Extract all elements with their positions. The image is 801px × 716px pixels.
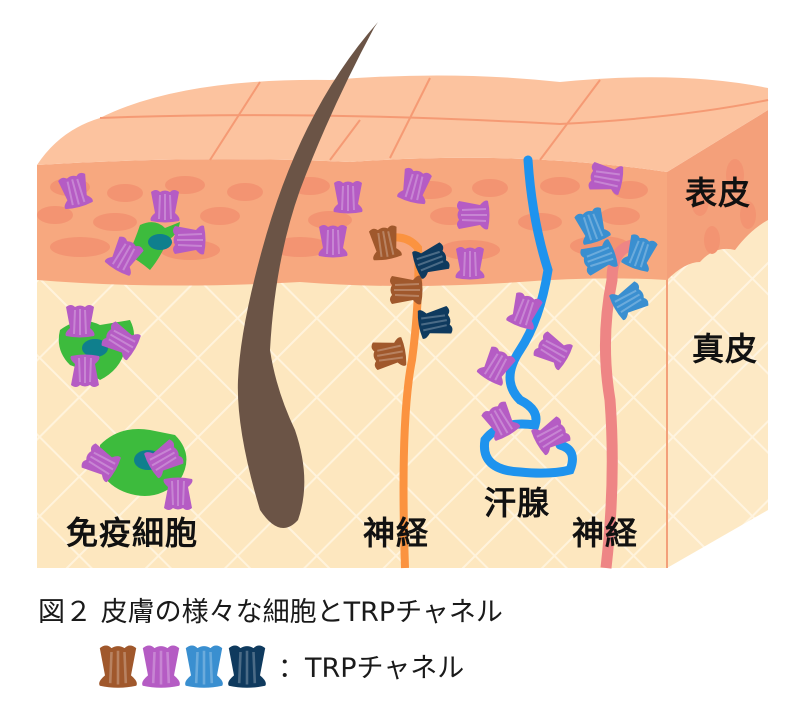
epidermal-cells <box>37 176 648 260</box>
trp-channel-purple <box>454 246 486 281</box>
dermis-layer <box>37 276 667 568</box>
label-nerve-left: 神経 <box>363 514 430 552</box>
label-epidermis: 表皮 <box>685 174 752 212</box>
trp-channel-purple <box>456 199 491 231</box>
immune-cell-1 <box>128 222 180 270</box>
label-dermis: 真皮 <box>692 330 759 368</box>
dermis-side-face <box>667 200 768 568</box>
legend-trp-purple-icon <box>141 644 181 688</box>
stratum-corneum <box>37 75 768 172</box>
trp-channel-purple <box>69 353 101 388</box>
trp-channel-purple <box>149 189 181 224</box>
legend-label: ：TRPチャネル <box>278 652 465 684</box>
sweat-gland <box>479 155 577 478</box>
label-immune-cells: 免疫細胞 <box>66 514 199 552</box>
trp-channel-brown <box>389 274 424 306</box>
legend-trp-brown-icon <box>98 644 138 688</box>
legend-trp-blue-icon <box>184 644 224 688</box>
figure-caption: 図２ 皮膚の様々な細胞とTRPチャネル <box>38 597 503 628</box>
trp-channel-purple <box>64 304 96 339</box>
label-nerve-right: 神経 <box>572 514 639 552</box>
trp-channel-purple <box>172 224 207 256</box>
trp-channel-purple <box>317 224 349 259</box>
skin-cross-section-illustration <box>37 22 769 569</box>
trp-channel-purple <box>162 476 194 511</box>
legend-trp-navy-icon <box>227 644 267 688</box>
nerve-orange <box>378 233 423 569</box>
hair-follicle <box>237 22 378 528</box>
trp-channel-purple <box>332 180 364 215</box>
epidermis-side-face <box>667 110 768 280</box>
label-sweat-gland: 汗腺 <box>484 484 551 522</box>
legend: ：TRPチャネル <box>98 640 464 690</box>
